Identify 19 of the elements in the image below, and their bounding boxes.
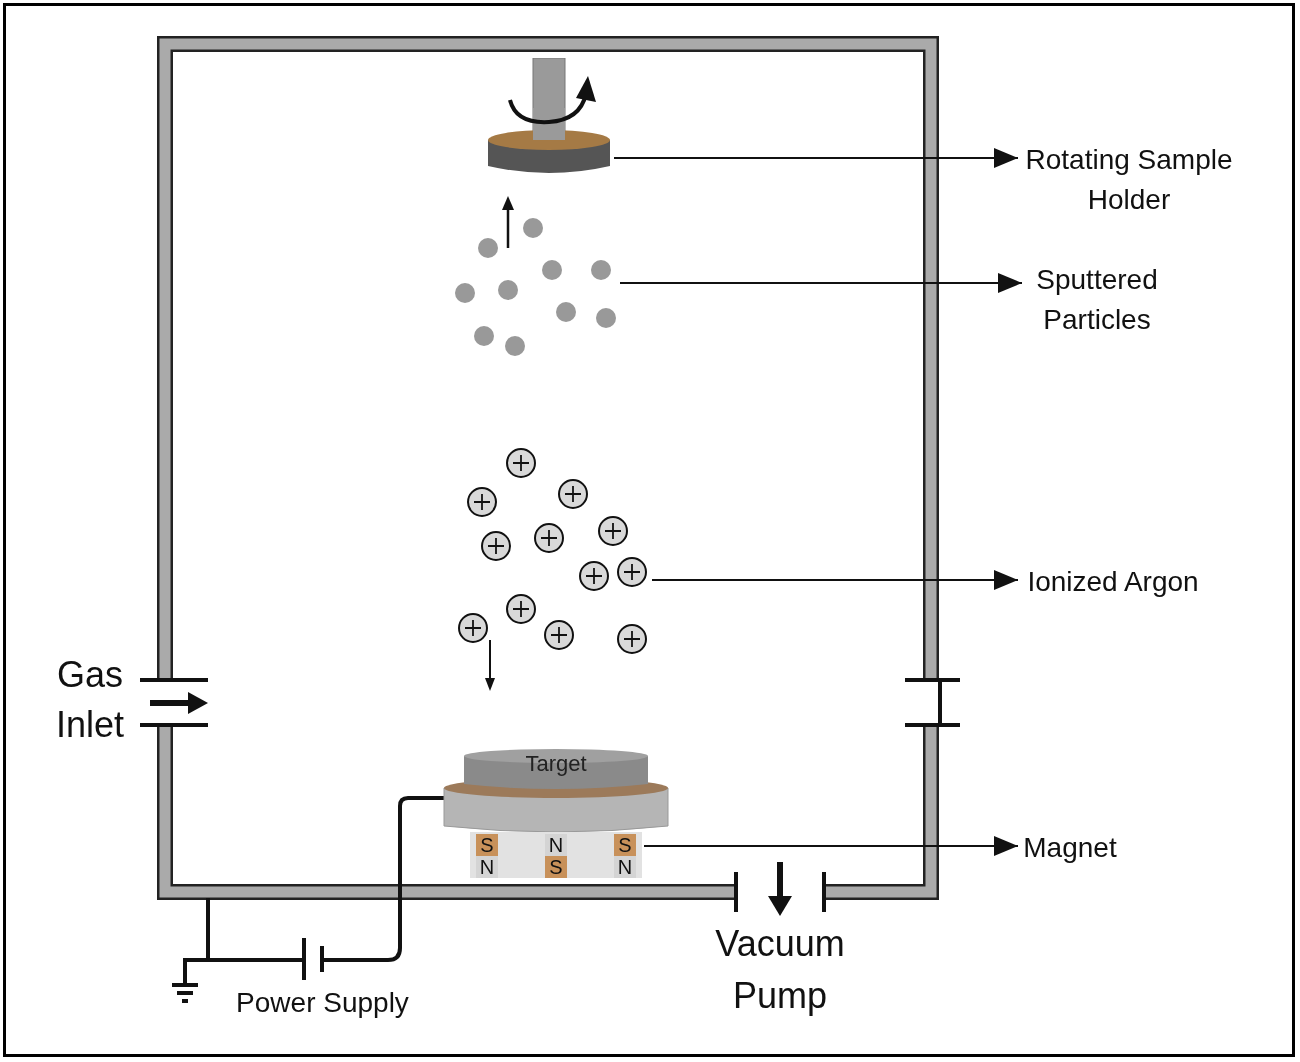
pole-label: S — [545, 856, 567, 878]
pole-label: S — [476, 834, 498, 856]
argon-ions-drawing — [456, 447, 650, 655]
part-label: Rotating Sample Holder — [1018, 140, 1240, 220]
pole-label: N — [545, 834, 567, 856]
part-label: Ionized Argon — [1018, 562, 1208, 602]
leader-line — [651, 570, 1019, 590]
target-label: Target — [524, 750, 588, 778]
pole-label: N — [614, 856, 636, 878]
pole-label: N — [476, 856, 498, 878]
part-label: Sputtered Particles — [1022, 260, 1172, 340]
leader-line — [619, 273, 1023, 293]
power-supply-label: Power Supply — [235, 986, 410, 1020]
vacuum-pump-label: Vacuum Pump — [714, 922, 846, 1018]
leader-line — [613, 148, 1019, 168]
part-label: Magnet — [1018, 828, 1122, 868]
pole-label: S — [614, 834, 636, 856]
gas-inlet-label: Gas Inlet — [54, 653, 125, 747]
leader-line — [643, 836, 1019, 856]
